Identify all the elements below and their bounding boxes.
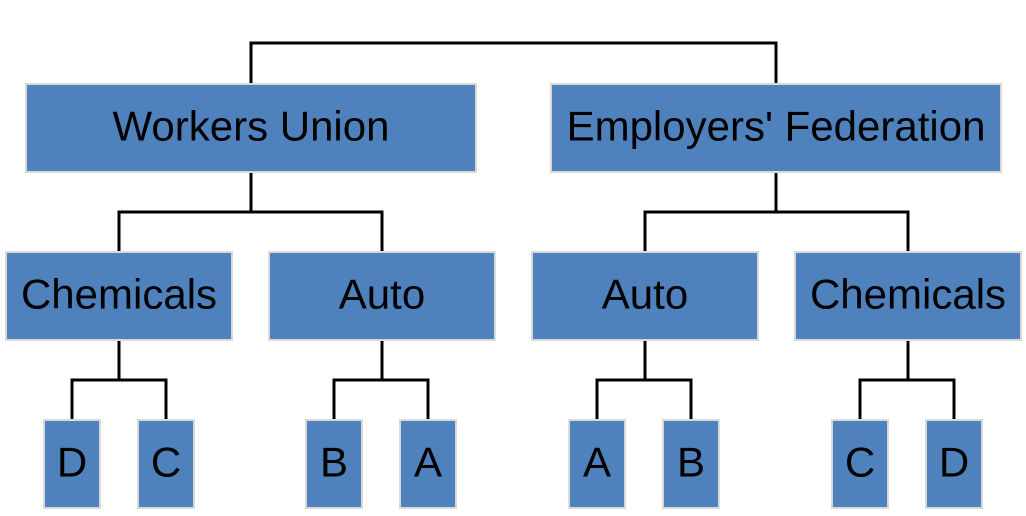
connector-employers-federation	[643, 170, 910, 254]
node-box	[550, 83, 1002, 173]
leaf-box	[305, 419, 363, 509]
node-label: Chemicals	[21, 271, 217, 318]
node-employers-auto: Auto	[531, 251, 759, 341]
node-box	[25, 83, 477, 173]
connector-root	[249, 41, 778, 86]
connector-workers-union	[117, 170, 384, 254]
leaf-workers-chemicals-c: C	[137, 419, 195, 509]
node-label: Chemicals	[810, 271, 1006, 318]
leaf-workers-auto-a: A	[399, 419, 457, 509]
leaf-label: A	[414, 439, 442, 486]
node-label: Employers' Federation	[567, 103, 986, 150]
leaf-box	[662, 419, 720, 509]
node-workers-chemicals: Chemicals	[5, 251, 233, 341]
leaf-box	[137, 419, 195, 509]
leaf-box	[43, 419, 101, 509]
leaf-box	[831, 419, 889, 509]
leaf-employers-auto-b: B	[662, 419, 720, 509]
node-label: Auto	[602, 271, 688, 318]
leaf-label: C	[151, 439, 181, 486]
leaf-label: D	[57, 439, 87, 486]
leaf-employers-auto-a: A	[568, 419, 626, 509]
node-box	[268, 251, 496, 341]
leaf-label: A	[583, 439, 611, 486]
leaf-label: B	[677, 439, 705, 486]
node-workers-auto: Auto	[268, 251, 496, 341]
leaf-label: D	[939, 439, 969, 486]
leaf-label: B	[320, 439, 348, 486]
connector-workers-auto	[332, 338, 430, 422]
leaf-employers-chemicals-c: C	[831, 419, 889, 509]
connector-employers-auto	[595, 338, 693, 422]
connector-employers-chemicals	[858, 338, 956, 422]
leaf-box	[568, 419, 626, 509]
node-box	[531, 251, 759, 341]
leaf-workers-chemicals-d: D	[43, 419, 101, 509]
node-workers-union: Workers Union	[25, 83, 477, 173]
leaf-workers-auto-b: B	[305, 419, 363, 509]
node-label: Workers Union	[113, 103, 390, 150]
node-box	[794, 251, 1022, 341]
leaf-employers-chemicals-d: D	[925, 419, 983, 509]
node-box	[5, 251, 233, 341]
connector-workers-chemicals	[70, 338, 168, 422]
connector-lines	[70, 41, 956, 422]
leaf-box	[399, 419, 457, 509]
leaf-label: C	[845, 439, 875, 486]
node-label: Auto	[339, 271, 425, 318]
node-employers-chemicals: Chemicals	[794, 251, 1022, 341]
leaf-box	[925, 419, 983, 509]
node-employers-federation: Employers' Federation	[550, 83, 1002, 173]
